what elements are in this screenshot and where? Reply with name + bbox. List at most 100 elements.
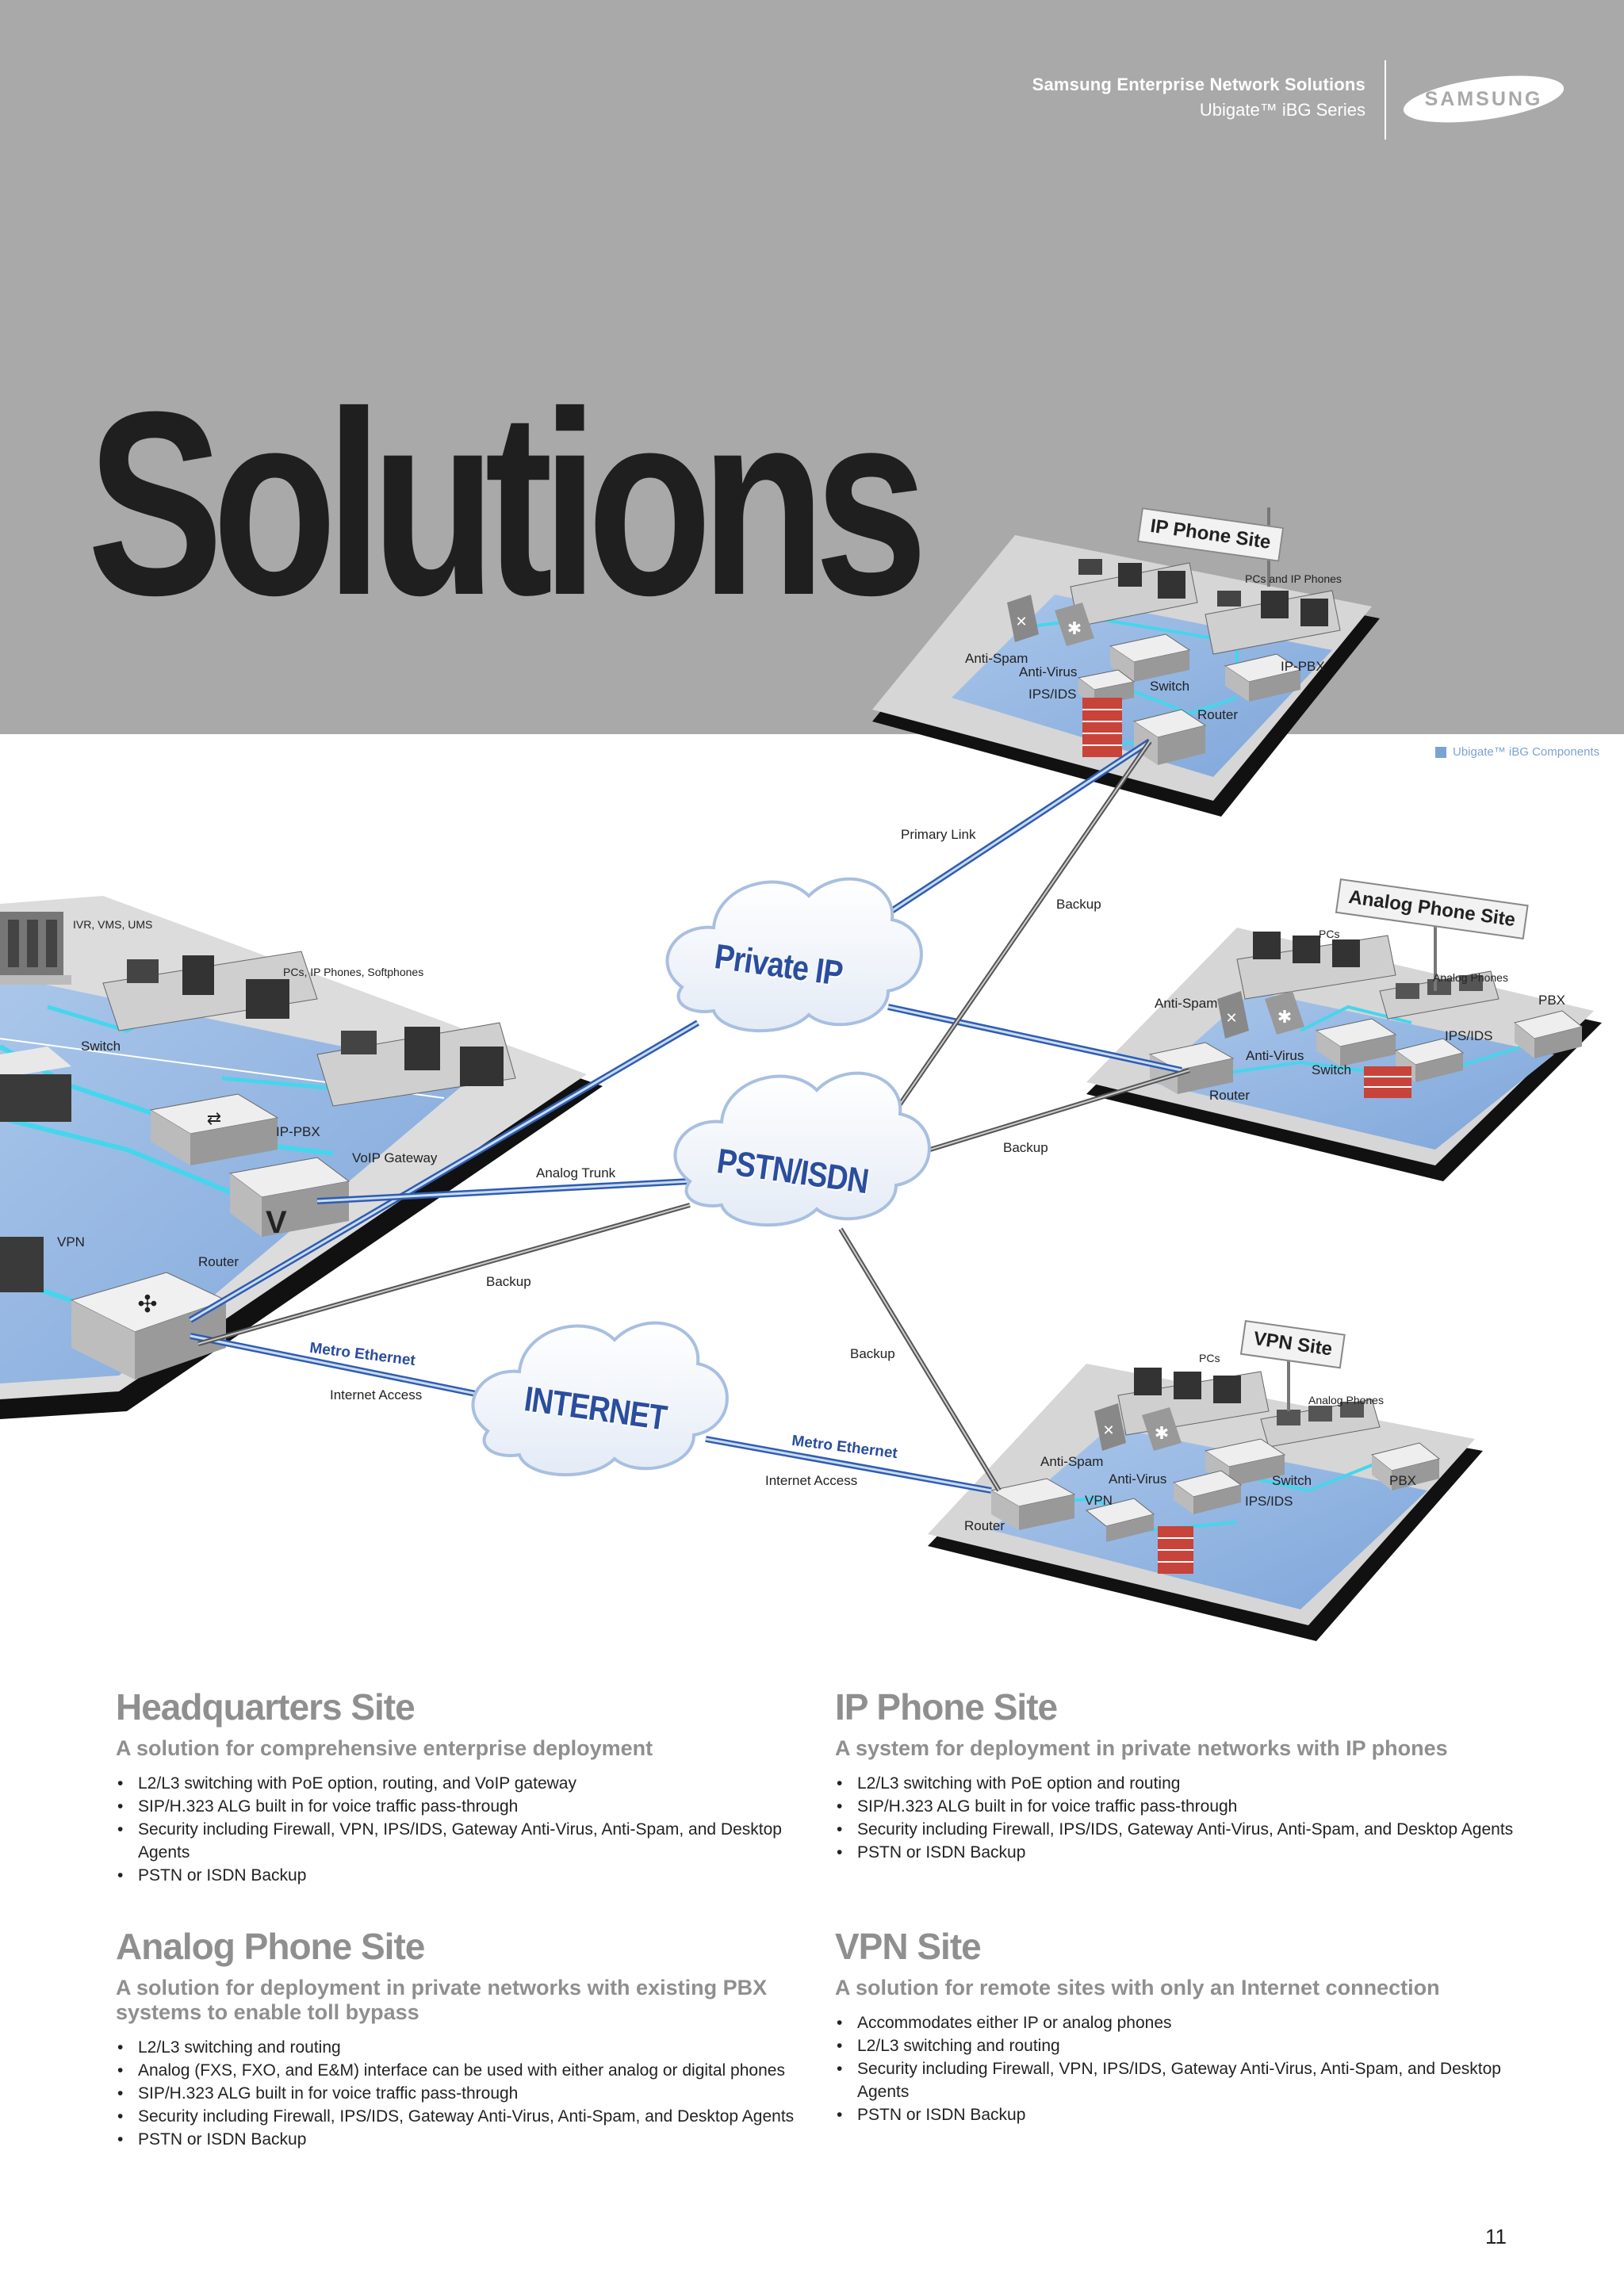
firewall-icon: [1082, 698, 1122, 757]
svg-text:✕: ✕: [1225, 1010, 1237, 1026]
label-voip-gateway: VoIP Gateway: [352, 1150, 438, 1165]
label-analog-router: Router: [1209, 1088, 1251, 1103]
label-vpn-router: Router: [964, 1518, 1005, 1533]
list-item: L2/L3 switching with PoE option, routing…: [116, 1772, 798, 1795]
logo-text: SAMSUNG: [1425, 88, 1543, 110]
firewall-icon: [1158, 1526, 1193, 1574]
hq-platform: ⇄ V ✣: [0, 896, 603, 1419]
bullet-list: L2/L3 switching and routing Analog (FXS,…: [116, 2036, 798, 2151]
section-headquarters: Headquarters Site A solution for compreh…: [116, 1686, 798, 1887]
list-item: PSTN or ISDN Backup: [116, 1864, 798, 1887]
svg-text:✱: ✱: [1067, 618, 1082, 638]
label-hq-switch: Switch: [81, 1039, 121, 1054]
label-internet-access-vpn: Internet Access: [765, 1473, 858, 1488]
section-vpn: VPN Site A solution for remote sites wit…: [835, 1925, 1517, 2126]
section-ip-phone: IP Phone Site A system for deployment in…: [835, 1686, 1517, 1864]
section-subtitle: A solution for remote sites with only an…: [835, 1976, 1440, 1999]
svg-text:✱: ✱: [1155, 1423, 1169, 1443]
list-item: Security including Firewall, VPN, IPS/ID…: [835, 2057, 1517, 2103]
legend: Ubigate™ iBG Components: [1435, 745, 1599, 759]
samsung-logo: SAMSUNG: [1403, 75, 1565, 123]
svg-text:⇄: ⇄: [207, 1108, 221, 1128]
label-backup-analog: Backup: [1003, 1140, 1048, 1155]
section-title: Analog Phone Site: [116, 1926, 425, 1967]
list-item: PSTN or ISDN Backup: [835, 1841, 1517, 1864]
brand-line-1: Samsung Enterprise Network Solutions: [1032, 75, 1365, 94]
list-item: SIP/H.323 ALG built in for voice traffic…: [835, 1795, 1517, 1818]
vpn-site-platform: ✕ ✱: [928, 1364, 1483, 1641]
analog-phone-site-platform: ✕ ✱: [1086, 928, 1602, 1181]
section-analog-phone: Analog Phone Site A solution for deploym…: [116, 1925, 798, 2151]
server-rack-icon: [0, 912, 71, 985]
list-item: Security including Firewall, VPN, IPS/ID…: [116, 1818, 798, 1864]
vpn-device-icon: [1085, 1498, 1155, 1542]
label-ip-router: Router: [1197, 707, 1239, 722]
label-hq-router: Router: [198, 1254, 239, 1269]
ip-pbx-icon: [1224, 653, 1302, 702]
cloud-pstn-isdn: [673, 1071, 931, 1227]
label-analog-switch: Switch: [1312, 1062, 1352, 1077]
label-analog-antispam: Anti-Spam: [1155, 996, 1218, 1011]
anti-virus-icon: ✱: [1055, 603, 1094, 646]
label-analog-ipsids: IPS/IDS: [1445, 1028, 1493, 1043]
svg-text:V: V: [266, 1205, 287, 1240]
list-item: PSTN or ISDN Backup: [835, 2103, 1517, 2126]
svg-text:✣: ✣: [137, 1292, 157, 1318]
list-item: SIP/H.323 ALG built in for voice traffic…: [116, 2082, 798, 2105]
label-analog-antivirus: Anti-Virus: [1246, 1048, 1304, 1063]
bullet-list: L2/L3 switching with PoE option, routing…: [116, 1772, 798, 1887]
label-vpn-ipsids: IPS/IDS: [1245, 1494, 1293, 1509]
list-item: Accommodates either IP or analog phones: [835, 2011, 1517, 2034]
label-backup-hq: Backup: [486, 1274, 531, 1289]
label-ivr: IVR, VMS, UMS: [73, 918, 153, 931]
brand-divider: [1385, 60, 1386, 140]
list-item: L2/L3 switching with PoE option and rout…: [835, 1772, 1517, 1795]
section-title: Headquarters Site: [116, 1686, 416, 1728]
ip-phone-site-platform: ✕ ✱: [872, 535, 1380, 817]
label-ip-ippbx: IP-PBX: [1281, 659, 1325, 674]
label-ip-antivirus: Anti-Virus: [1019, 664, 1078, 679]
switch-icon: [1315, 1018, 1397, 1066]
link-lines: [188, 738, 1190, 1494]
label-ip-pcs: PCs and IP Phones: [1245, 572, 1342, 585]
voip-gateway-icon: V: [228, 1157, 350, 1240]
label-ip-switch: Switch: [1150, 679, 1190, 694]
page-number: 11: [1485, 2225, 1507, 2248]
label-hq-ip-pbx: IP-PBX: [276, 1124, 320, 1139]
legend-label: Ubigate™ iBG Components: [1453, 745, 1600, 759]
list-item: SIP/H.323 ALG built in for voice traffic…: [116, 1795, 798, 1818]
label-vpn-pbx: PBX: [1389, 1473, 1417, 1488]
label-backup-ip: Backup: [1056, 897, 1101, 912]
anti-spam-icon: ✕: [1217, 991, 1249, 1039]
label-vpn-phones: Analog Phones: [1308, 1394, 1384, 1406]
network-diagram: ⇄ V ✣ ✕ ✱: [0, 507, 1602, 1641]
bullet-list: L2/L3 switching with PoE option and rout…: [835, 1772, 1517, 1864]
pbx-icon: [1513, 1010, 1584, 1058]
workstation-desk-icon: [102, 951, 318, 1031]
list-item: PSTN or ISDN Backup: [116, 2128, 798, 2151]
list-item: Security including Firewall, IPS/IDS, Ga…: [835, 1818, 1517, 1841]
list-item: L2/L3 switching and routing: [116, 2036, 798, 2059]
vpn-device-icon: [0, 1237, 44, 1292]
workstation-desk-icon: [316, 1022, 516, 1107]
cloud-private-ip: [665, 877, 923, 1033]
ips-ids-icon: [1172, 1470, 1243, 1514]
cloud-internet: [471, 1321, 729, 1477]
label-vpn-antispam: Anti-Spam: [1040, 1454, 1104, 1469]
switch-icon: [0, 1047, 71, 1122]
section-subtitle: A solution for deployment in private net…: [116, 1976, 768, 2025]
bullet-list: Accommodates either IP or analog phones …: [835, 2011, 1517, 2126]
section-title: VPN Site: [835, 1926, 982, 1967]
anti-spam-icon: ✕: [1007, 595, 1039, 642]
ip-pbx-icon: ⇄: [149, 1093, 279, 1165]
legend-swatch: [1435, 746, 1446, 758]
pbx-icon: [1370, 1442, 1441, 1490]
label-analog-pcs: PCs: [1319, 928, 1340, 940]
section-subtitle: A system for deployment in private netwo…: [835, 1736, 1448, 1760]
label-analog-phones: Analog Phones: [1433, 971, 1508, 984]
page-title: Solutions: [87, 357, 928, 649]
list-item: Security including Firewall, IPS/IDS, Ga…: [116, 2105, 798, 2128]
switch-icon: [1109, 633, 1191, 682]
anti-virus-icon: ✱: [1142, 1407, 1182, 1451]
label-hq-vpn: VPN: [57, 1234, 85, 1249]
